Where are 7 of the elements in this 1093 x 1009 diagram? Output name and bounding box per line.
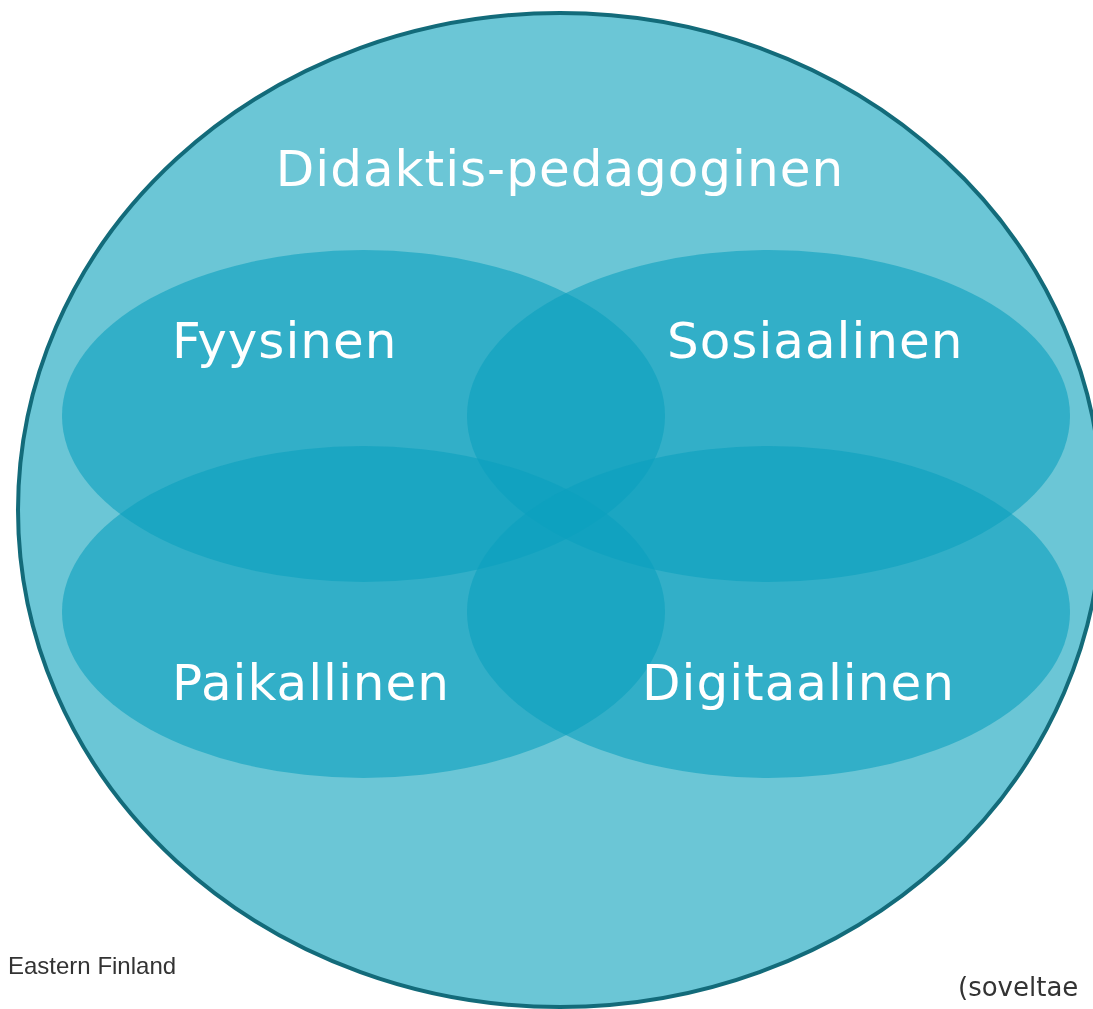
ellipse-label: Digitaalinen <box>642 654 955 712</box>
ellipse-label: Fyysinen <box>172 312 398 370</box>
circle-heading: Didaktis-pedagoginen <box>274 140 846 198</box>
ellipse-label: Paikallinen <box>172 654 450 712</box>
source-note: (soveltae <box>958 972 1079 1002</box>
footer-text: Eastern Finland <box>8 952 177 980</box>
ellipse-label: Sosiaalinen <box>667 312 964 370</box>
